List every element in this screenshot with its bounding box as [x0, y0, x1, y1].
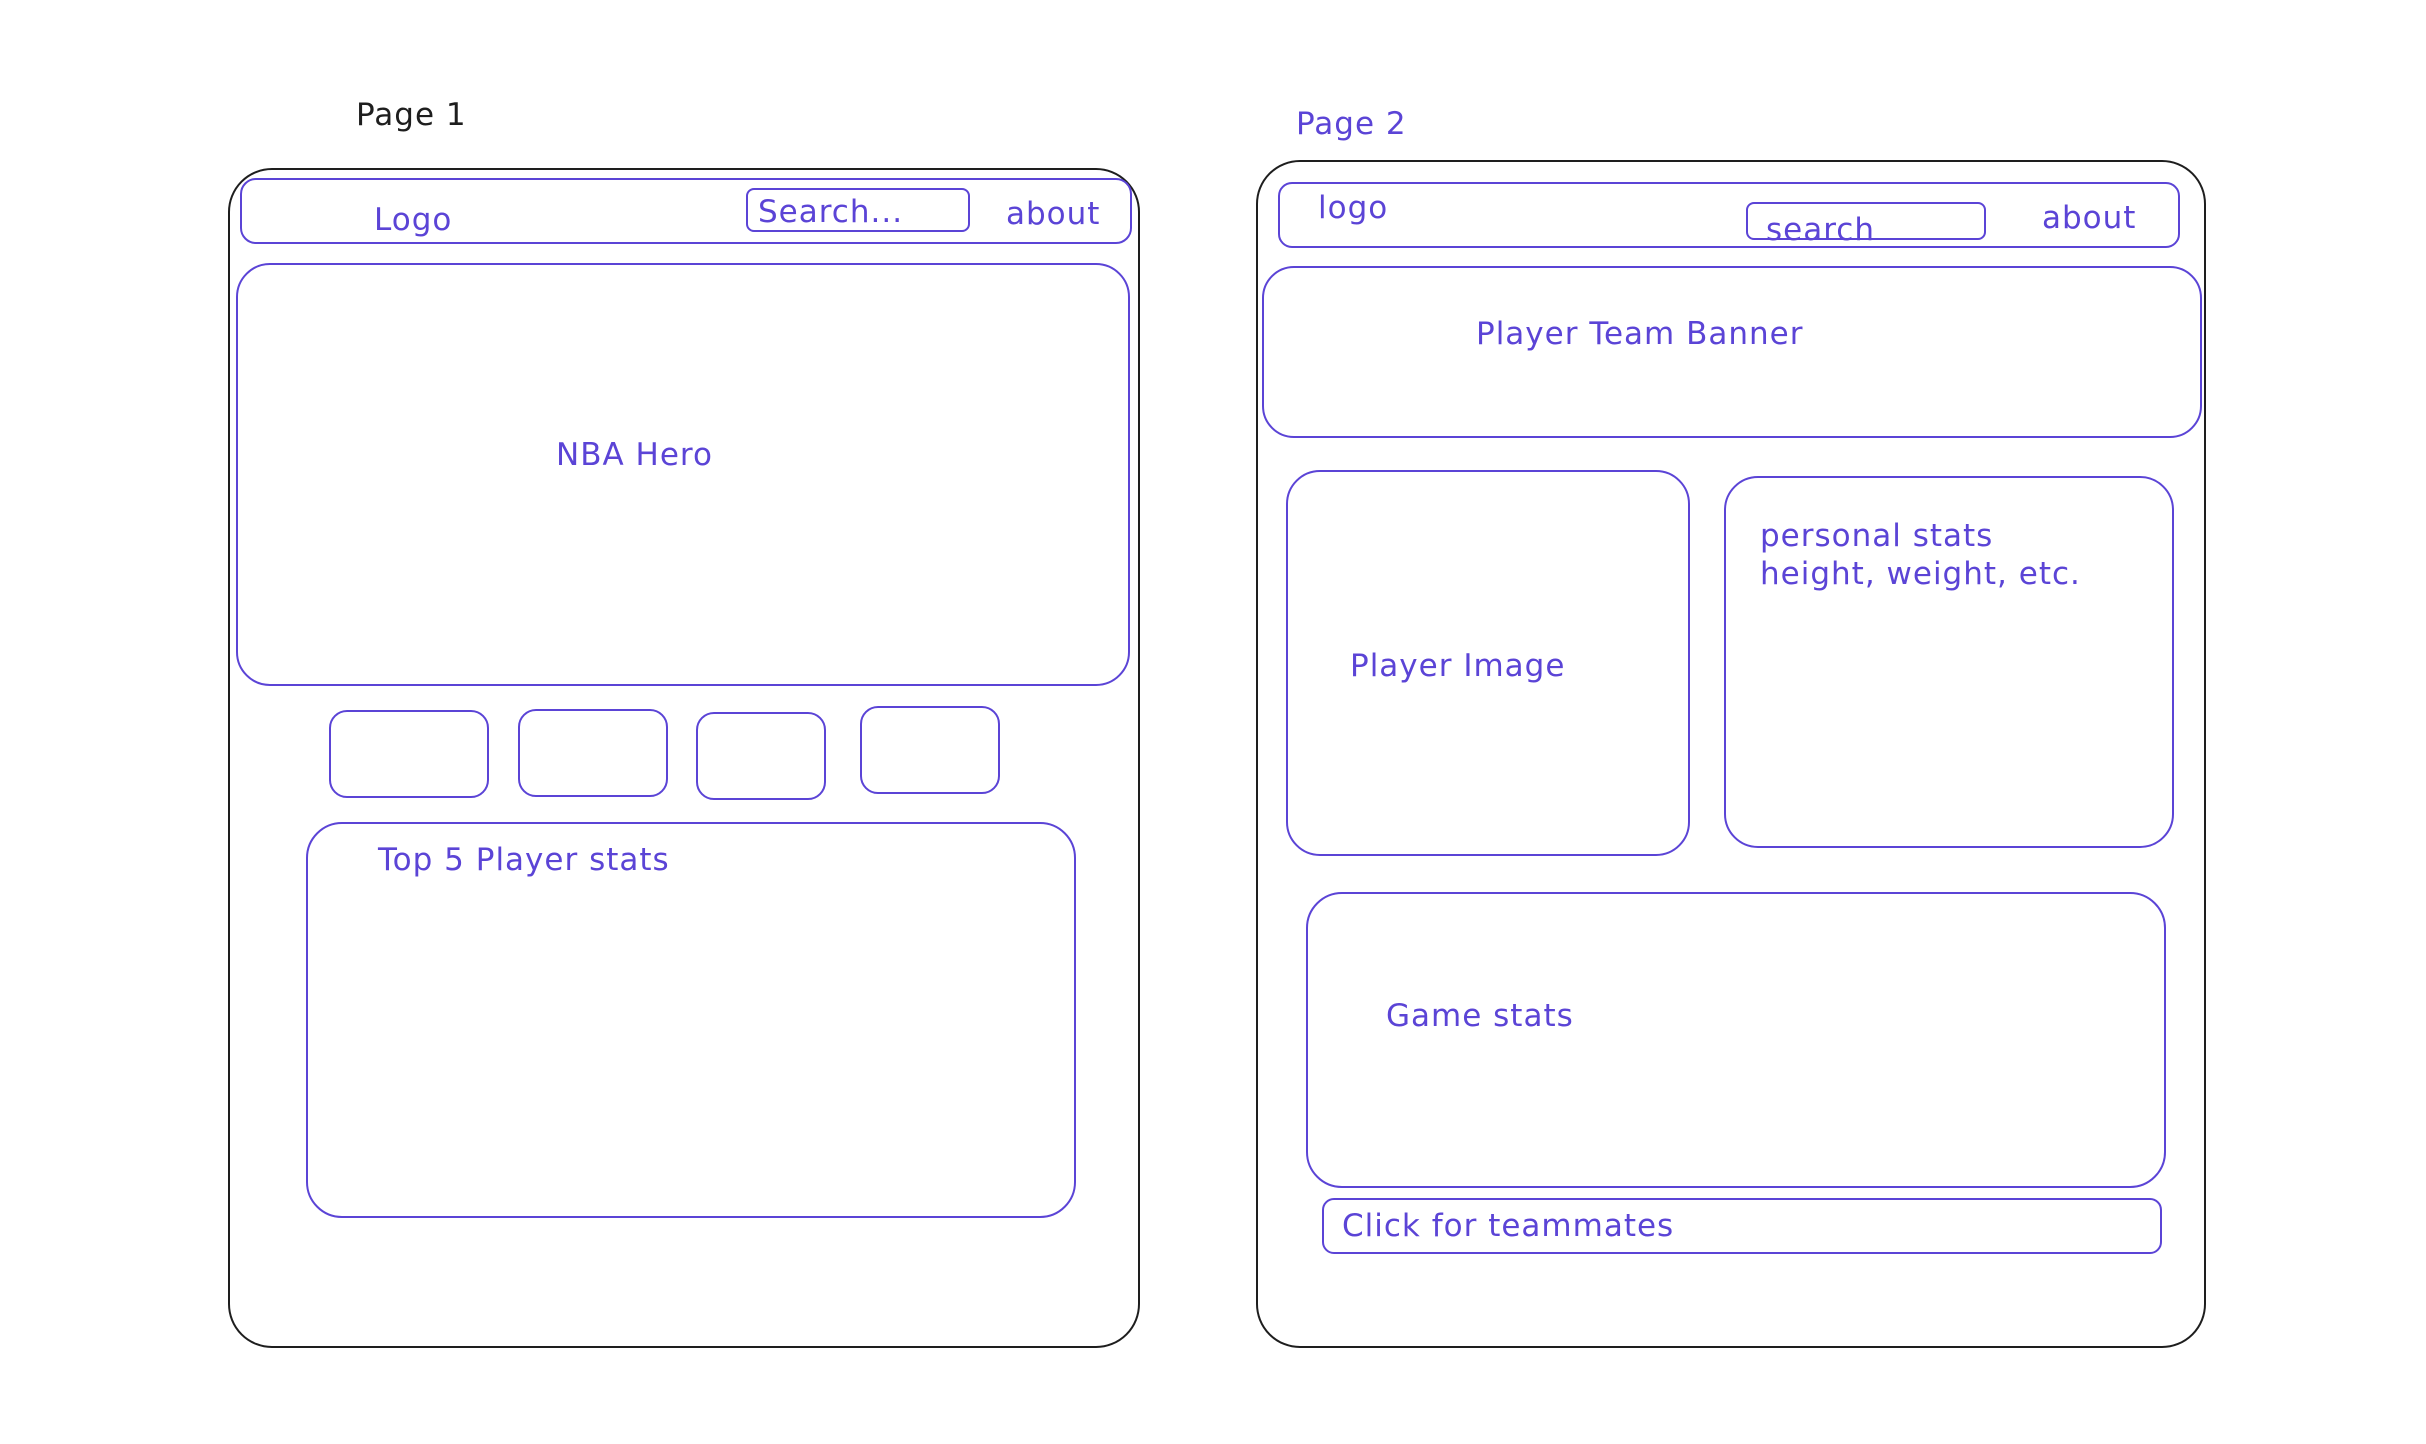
page2-team-banner: [1262, 266, 2202, 438]
page1-thumbnail-1[interactable]: [329, 710, 489, 798]
page2-game-stats-label: Game stats: [1386, 998, 1574, 1034]
page2-player-image-label: Player Image: [1350, 648, 1566, 684]
page1-thumbnail-4[interactable]: [860, 706, 1000, 794]
page1-stats-panel: [306, 822, 1076, 1218]
page2-personal-stats-detail: height, weight, etc.: [1760, 556, 2081, 592]
page2-label: Page 2: [1296, 106, 1407, 142]
page1-hero: [236, 263, 1130, 686]
page2-teammates-button[interactable]: [1322, 1198, 2162, 1254]
page1-logo[interactable]: Logo: [374, 202, 453, 238]
page2-about-link[interactable]: about: [2042, 200, 2137, 236]
page2-personal-stats: [1724, 476, 2174, 848]
page1-navbar: [240, 178, 1132, 244]
page2-game-stats: [1306, 892, 2166, 1188]
page1-wireframe: [228, 168, 1140, 1348]
page2-personal-stats-title: personal stats: [1760, 518, 1994, 554]
page1-thumbnail-3[interactable]: [696, 712, 826, 800]
page1-search-input[interactable]: [746, 188, 970, 232]
page1-about-link[interactable]: about: [1006, 196, 1101, 232]
page2-search-input[interactable]: [1746, 202, 1986, 240]
page2-logo[interactable]: logo: [1318, 190, 1389, 226]
page1-search-placeholder: Search...: [758, 194, 904, 230]
page2-wireframe: [1256, 160, 2206, 1348]
page1-stats-title: Top 5 Player stats: [378, 842, 670, 878]
page2-banner-label: Player Team Banner: [1476, 316, 1804, 352]
page2-navbar: [1278, 182, 2180, 248]
page1-thumbnail-2[interactable]: [518, 709, 668, 797]
page2-search-placeholder: search: [1766, 212, 1875, 248]
page2-teammates-label: Click for teammates: [1342, 1208, 1675, 1244]
page2-player-image: [1286, 470, 1690, 856]
page1-label: Page 1: [356, 97, 467, 133]
page1-hero-label: NBA Hero: [556, 437, 713, 473]
